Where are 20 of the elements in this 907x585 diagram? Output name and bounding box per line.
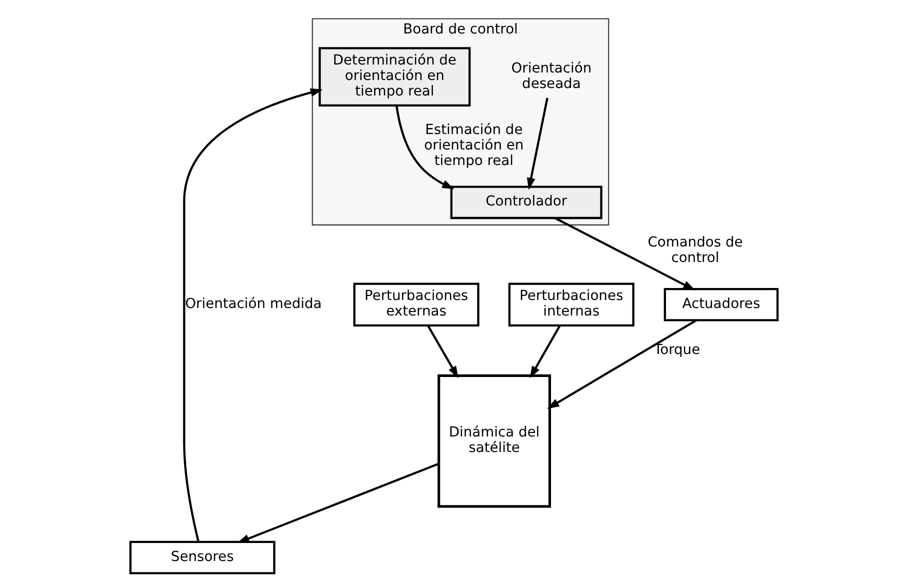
arrow — [395, 106, 454, 190]
node-box: Sensores — [128, 540, 275, 574]
arrow — [236, 462, 439, 544]
edge-label: Comandos de control — [647, 234, 742, 266]
arrow — [546, 319, 696, 409]
node-text: Orientación deseada — [510, 60, 592, 92]
node-box: Actuadores — [663, 288, 778, 322]
edge-label: Torque — [654, 342, 700, 358]
node-box: Controlador — [450, 186, 602, 220]
node-box: Dinámica del satélite — [437, 374, 551, 508]
edge-label: Orientación medida — [184, 296, 322, 312]
arrow — [529, 325, 560, 378]
arrow — [554, 217, 695, 290]
arrow — [182, 88, 322, 542]
edge-label: Estimación de orientación en tiempo real — [424, 122, 524, 169]
node-box: Perturbaciones internas — [508, 282, 634, 326]
node-box: Perturbaciones externas — [352, 282, 479, 326]
node-box: Determinación de orientación en tiempo real — [318, 47, 470, 106]
arrow — [526, 98, 548, 190]
arrow — [426, 325, 458, 378]
